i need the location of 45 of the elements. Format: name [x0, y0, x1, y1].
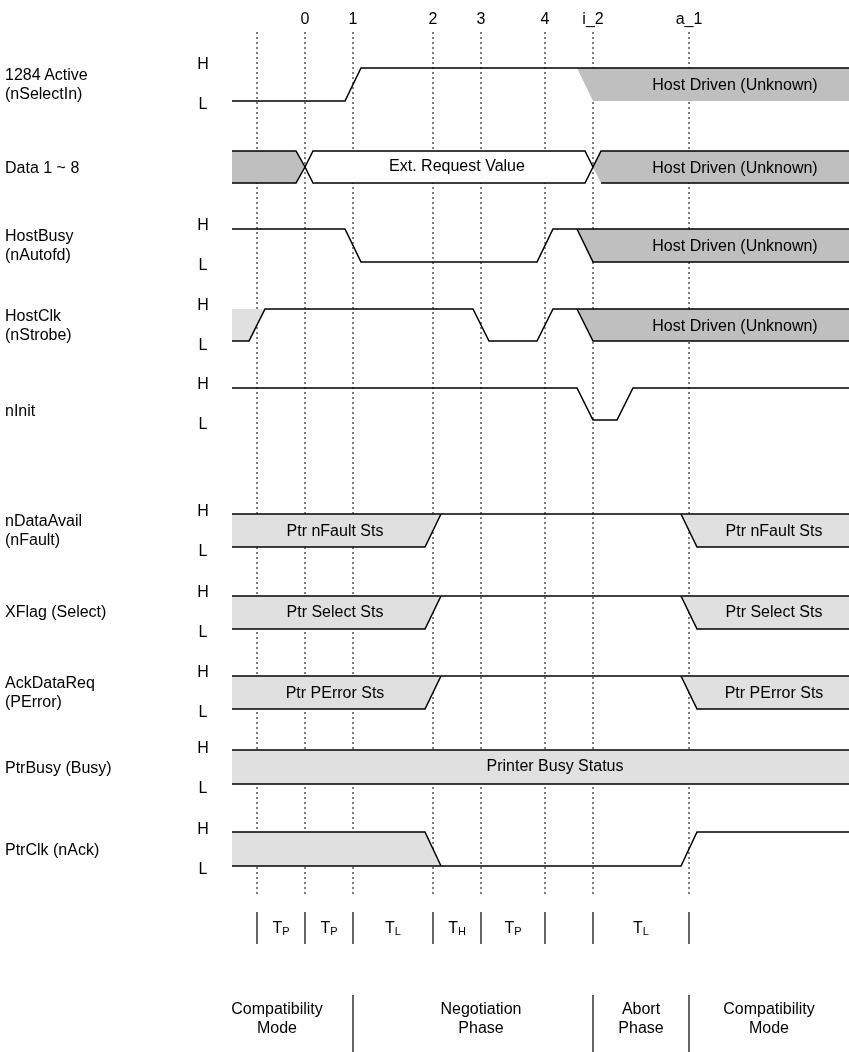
level-label: L: [198, 334, 208, 354]
level-label: H: [197, 661, 209, 681]
level-label: L: [198, 777, 208, 797]
interval-label: T$_{H}$: [448, 917, 466, 939]
level-label: H: [197, 373, 209, 393]
level-label: H: [197, 214, 209, 234]
marker-number: i_2: [582, 8, 604, 28]
signal-name: nInit: [5, 400, 37, 420]
signal-name: PtrClk (nAck): [5, 839, 101, 859]
marker-number: 1: [348, 8, 358, 28]
marker-number: a_1: [675, 8, 703, 28]
phase-label: Abort Phase: [617, 999, 665, 1037]
signal-name: 1284 Active (nSelectIn): [5, 65, 89, 103]
level-label: H: [197, 581, 209, 601]
level-label: H: [197, 818, 209, 838]
level-label: L: [198, 621, 208, 641]
signal-name: AckDataReq (PError): [5, 673, 96, 711]
level-label: L: [198, 858, 208, 878]
signal-name: PtrBusy (Busy): [5, 757, 113, 777]
interval-label: T$_{P}$: [504, 917, 522, 939]
level-label: L: [198, 93, 208, 113]
marker-number: 2: [428, 8, 438, 28]
phase-label: Negotiation Phase: [439, 999, 523, 1037]
level-label: L: [198, 701, 208, 721]
level-label: H: [197, 53, 209, 73]
phase-label: Compatibility Mode: [722, 999, 816, 1037]
marker-number: 4: [540, 8, 550, 28]
level-label: H: [197, 500, 209, 520]
signal-name: HostClk (nStrobe): [5, 306, 73, 344]
interval-label: T$_{L}$: [633, 917, 649, 939]
level-label: H: [197, 294, 209, 314]
interval-label: T$_{P}$: [272, 917, 290, 939]
signal-name: nDataAvail (nFault): [5, 511, 84, 549]
interval-label: T$_{P}$: [320, 917, 338, 939]
level-label: H: [197, 737, 209, 757]
level-label: L: [198, 254, 208, 274]
signal-name: XFlag (Select): [5, 601, 108, 621]
level-label: L: [198, 540, 208, 560]
marker-number: 3: [476, 8, 486, 28]
marker-number: 0: [300, 8, 310, 28]
signal-name: Data 1 ~ 8: [5, 157, 81, 177]
phase-label: Compatibility Mode: [230, 999, 324, 1037]
signal-name: HostBusy (nAutofd): [5, 226, 75, 264]
interval-label: T$_{L}$: [385, 917, 401, 939]
level-label: L: [198, 413, 208, 433]
